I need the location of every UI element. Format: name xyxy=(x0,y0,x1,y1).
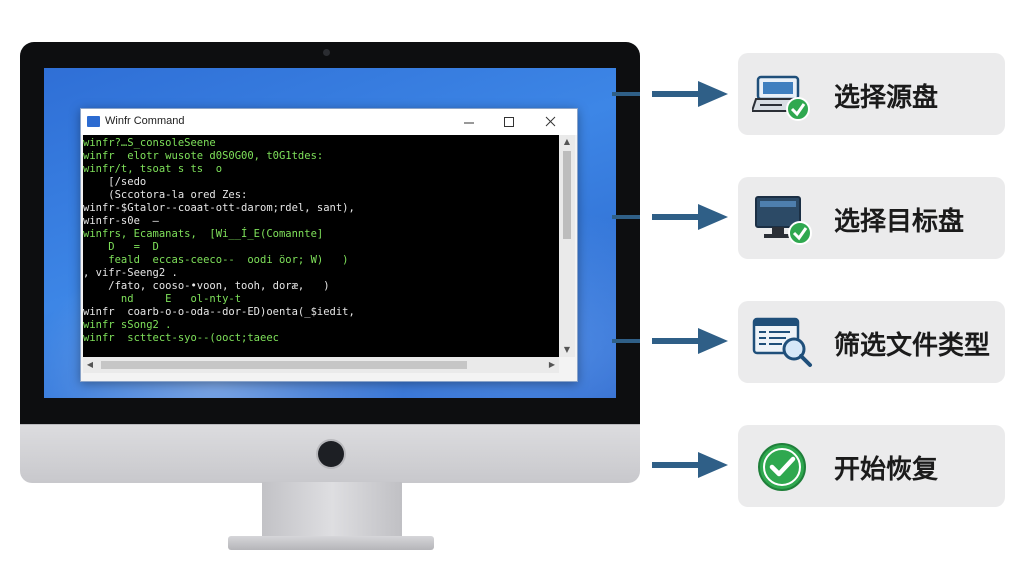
camera-icon xyxy=(323,49,330,56)
start-check-icon xyxy=(758,443,806,491)
monitor-chin xyxy=(20,424,640,483)
source-disk-check-icon xyxy=(752,75,810,121)
scroll-left-icon[interactable]: ◀ xyxy=(86,360,94,369)
horizontal-scroll-thumb[interactable] xyxy=(101,361,467,369)
console-line: , vifr-Seeng2 . xyxy=(83,267,178,279)
close-icon xyxy=(545,116,556,127)
arrow-right-icon xyxy=(652,328,728,354)
step-label: 开始恢复 xyxy=(834,455,939,485)
console-output[interactable]: winfr?…S_consoleSeene winfr elotr wusote… xyxy=(83,135,559,357)
arrow-right-icon xyxy=(652,452,728,478)
command-window[interactable]: Winfr Command winfr?…S_consoleSeene winf… xyxy=(80,108,578,382)
console-line: winfr scttect-syo--(ooct;taeec xyxy=(83,332,279,344)
console-line: winfr-s0e – xyxy=(83,215,159,227)
step-select-target[interactable]: 选择目标盘 xyxy=(738,177,1005,259)
vertical-scrollbar[interactable]: ▲ ▼ xyxy=(559,135,575,357)
power-button[interactable] xyxy=(318,441,344,467)
console-line: winfr coarb-o-o-oda--dor-ED)oenta(_$iedi… xyxy=(83,306,355,318)
step-start-recovery[interactable]: 开始恢复 xyxy=(738,425,1005,507)
window-titlebar[interactable]: Winfr Command xyxy=(81,109,577,135)
console-line: winfr-$Gtalor--coaat-ott-darom;rdel, san… xyxy=(83,202,355,214)
monitor: Winfr Command winfr?…S_consoleSeene winf… xyxy=(20,42,640,483)
console-line: winfr elotr wusote d0S0G00, t0G1tdes: xyxy=(83,150,324,162)
minimize-icon xyxy=(464,122,474,124)
scroll-right-icon[interactable]: ▶ xyxy=(548,360,556,369)
vertical-scroll-thumb[interactable] xyxy=(563,151,571,239)
connector-line xyxy=(612,92,640,96)
maximize-icon xyxy=(504,117,514,127)
desktop-screen: Winfr Command winfr?…S_consoleSeene winf… xyxy=(44,68,616,398)
console-line: winfr?…S_consoleSeene xyxy=(83,137,216,149)
monitor-bezel: Winfr Command winfr?…S_consoleSeene winf… xyxy=(20,42,640,424)
arrow-right-icon xyxy=(652,81,728,107)
scroll-up-icon[interactable]: ▲ xyxy=(563,137,571,146)
console-line: winfr sSong2 . xyxy=(83,319,172,331)
file-filter-search-icon xyxy=(752,317,812,367)
console-line: nd E ol-nty-t xyxy=(83,293,242,305)
monitor-stand xyxy=(262,482,402,538)
console-line: [/sedo xyxy=(83,176,147,188)
console-line: winfr/t, tsoat s ts o xyxy=(83,163,223,175)
step-label: 选择目标盘 xyxy=(834,207,965,237)
horizontal-scrollbar[interactable]: ◀ ▶ xyxy=(83,357,559,373)
step-label: 筛选文件类型 xyxy=(834,331,991,361)
window-title: Winfr Command xyxy=(105,115,185,127)
minimize-button[interactable] xyxy=(457,113,481,131)
connector-line xyxy=(612,215,640,219)
console-line: (Sccotora-la ored Zes: xyxy=(83,189,248,201)
monitor-stand-base xyxy=(228,536,434,550)
console-line: feald eccas-ceeco-- oodi öor; W) ) xyxy=(83,254,349,266)
console-line: /fato, cooso-•voon, tooh, doræ, ) xyxy=(83,280,330,292)
console-line: D = D xyxy=(83,241,159,253)
maximize-button[interactable] xyxy=(497,113,521,131)
connector-line xyxy=(612,339,640,343)
close-button[interactable] xyxy=(539,113,563,131)
scroll-down-icon[interactable]: ▼ xyxy=(563,345,571,354)
step-label: 选择源盘 xyxy=(834,83,939,113)
terminal-icon xyxy=(87,116,100,127)
console-line: winfrs, Ecamanats, [Wi__Í_E(Comannte] xyxy=(83,228,324,240)
arrow-right-icon xyxy=(652,204,728,230)
step-select-source[interactable]: 选择源盘 xyxy=(738,53,1005,135)
step-filter-file-types[interactable]: 筛选文件类型 xyxy=(738,301,1005,383)
target-monitor-check-icon xyxy=(755,196,812,245)
